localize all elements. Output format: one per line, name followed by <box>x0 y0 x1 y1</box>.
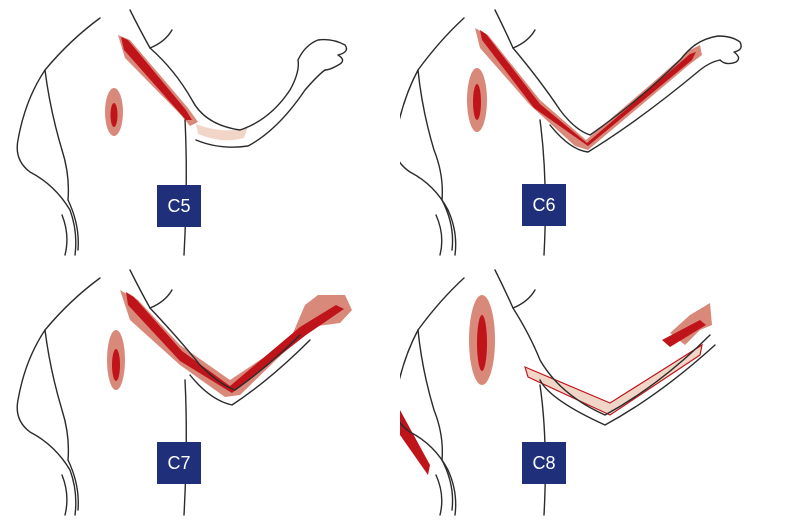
body-outline <box>400 9 742 256</box>
dermatome-panel-c6: C6 <box>400 0 800 265</box>
body-figure-c6 <box>400 9 742 256</box>
nerve-root-badge: C5 <box>157 185 201 227</box>
body-figure-c7 <box>16 269 352 516</box>
body-outline <box>400 269 716 516</box>
nerve-root-badge: C7 <box>157 442 201 484</box>
highlight-zones <box>105 35 248 141</box>
dermatome-panel-c5: C5 <box>0 0 400 265</box>
body-outline <box>16 269 311 516</box>
highlight-zones <box>467 28 702 150</box>
nerve-root-badge: C8 <box>522 442 566 484</box>
dermatome-panel-c8: C8 <box>400 265 800 530</box>
body-figure-c8 <box>400 269 716 516</box>
highlight-zones <box>107 290 352 397</box>
body-outline <box>16 9 348 256</box>
highlight-zones <box>400 295 712 475</box>
body-figure-c5 <box>16 9 348 256</box>
dermatome-panel-c7: C7 <box>0 265 400 530</box>
nerve-root-badge: C6 <box>522 184 566 226</box>
